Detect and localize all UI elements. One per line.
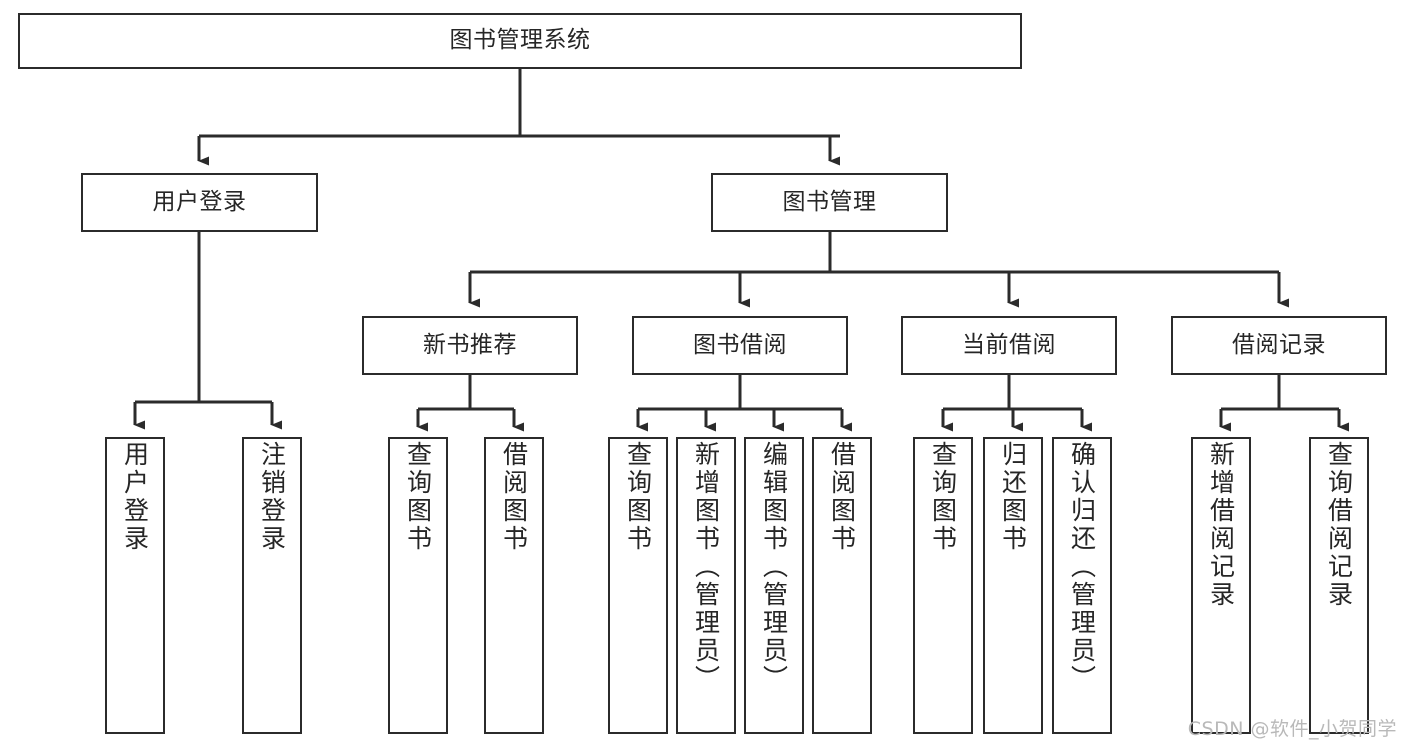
leaf-node-borrow-book-recommend[interactable]: 借阅图书 (484, 437, 544, 734)
node-new-book-recommend-label: 新书推荐 (423, 331, 517, 358)
leaf-node-edit-book-admin[interactable]: 编辑图书（管理员） (744, 437, 804, 734)
leaf-node-borrow-book-label: 借阅图书 (827, 441, 857, 553)
leaf-node-query-book-current[interactable]: 查询图书 (913, 437, 973, 734)
leaf-node-query-book-current-label: 查询图书 (928, 441, 958, 553)
leaf-node-add-book-admin-label: 新增图书（管理员） (691, 441, 721, 693)
leaf-node-query-book-recommend[interactable]: 查询图书 (388, 437, 448, 734)
leaf-node-add-borrow-record[interactable]: 新增借阅记录 (1191, 437, 1251, 734)
leaf-node-query-borrow-record[interactable]: 查询借阅记录 (1309, 437, 1369, 734)
node-book-borrow[interactable]: 图书借阅 (632, 316, 848, 375)
leaf-node-borrow-book-recommend-label: 借阅图书 (499, 441, 529, 553)
node-borrow-records-label: 借阅记录 (1232, 331, 1326, 358)
leaf-node-query-book-recommend-label: 查询图书 (403, 441, 433, 553)
node-book-management[interactable]: 图书管理 (711, 173, 948, 232)
leaf-node-user-login[interactable]: 用户登录 (105, 437, 165, 734)
leaf-node-return-book[interactable]: 归还图书 (983, 437, 1043, 734)
leaf-node-confirm-return-admin[interactable]: 确认归还（管理员） (1052, 437, 1112, 734)
node-new-book-recommend[interactable]: 新书推荐 (362, 316, 578, 375)
leaf-node-add-borrow-record-label: 新增借阅记录 (1206, 441, 1236, 609)
node-book-borrow-label: 图书借阅 (693, 331, 787, 358)
leaf-node-query-borrow-record-label: 查询借阅记录 (1324, 441, 1354, 609)
node-current-borrow-label: 当前借阅 (962, 331, 1056, 358)
leaf-node-confirm-return-admin-label: 确认归还（管理员） (1067, 441, 1097, 693)
node-root-system-label: 图书管理系统 (449, 27, 591, 54)
node-current-borrow[interactable]: 当前借阅 (901, 316, 1117, 375)
leaf-node-query-book-borrow[interactable]: 查询图书 (608, 437, 668, 734)
leaf-node-user-login-label: 用户登录 (120, 441, 150, 553)
node-user-login[interactable]: 用户登录 (81, 173, 318, 232)
leaf-node-query-book-borrow-label: 查询图书 (623, 441, 653, 553)
node-borrow-records[interactable]: 借阅记录 (1171, 316, 1387, 375)
leaf-node-logout-label: 注销登录 (257, 441, 287, 553)
csdn-watermark: CSDN @软件_小贺同学 (1187, 718, 1397, 740)
node-user-login-label: 用户登录 (152, 188, 247, 215)
leaf-node-return-book-label: 归还图书 (998, 441, 1028, 553)
node-root-system[interactable]: 图书管理系统 (18, 13, 1022, 69)
node-book-management-label: 图书管理 (782, 188, 877, 215)
leaf-node-logout[interactable]: 注销登录 (242, 437, 302, 734)
leaf-node-borrow-book[interactable]: 借阅图书 (812, 437, 872, 734)
leaf-node-add-book-admin[interactable]: 新增图书（管理员） (676, 437, 736, 734)
leaf-node-edit-book-admin-label: 编辑图书（管理员） (759, 441, 789, 693)
